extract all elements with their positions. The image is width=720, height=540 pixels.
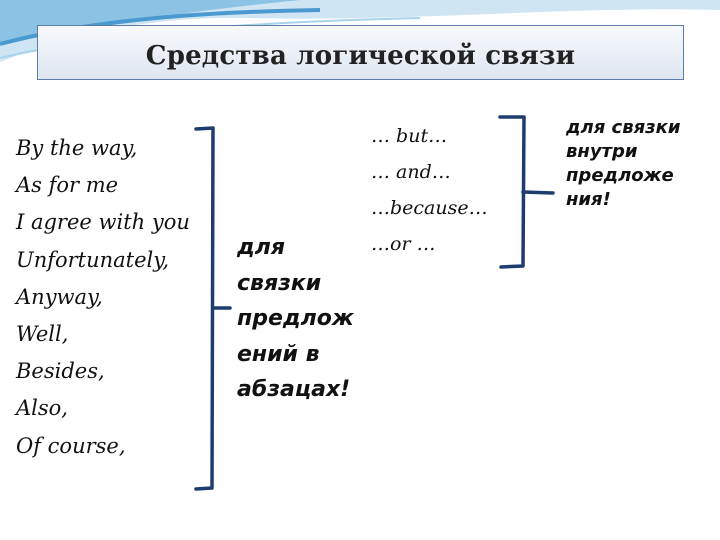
linking-phrases-list: By the way, As for me I agree with you U…	[16, 133, 190, 468]
left-brace	[194, 126, 232, 491]
note-for-paragraphs: для связки предлож ений в абзацах!	[237, 235, 354, 402]
phrase-item: I agree with you	[16, 210, 190, 235]
conjunction-item: … but…	[371, 125, 448, 147]
phrase-item: Well,	[16, 321, 69, 346]
phrase-item: Of course,	[16, 433, 126, 458]
phrase-item: As for me	[16, 173, 119, 198]
phrase-item: Anyway,	[16, 284, 103, 309]
conjunction-item: …because…	[371, 197, 488, 219]
conjunction-item: … and…	[371, 161, 451, 183]
right-brace	[498, 115, 555, 269]
slide-title: Средства логической связи	[145, 40, 576, 71]
phrase-item: By the way,	[16, 136, 138, 160]
phrase-item: Unfortunately,	[16, 247, 170, 272]
title-banner: Средства логической связи	[37, 25, 684, 80]
note-for-sentences: для связки внутри предложе ния!	[566, 117, 681, 210]
phrase-item: Besides,	[16, 359, 105, 384]
phrase-item: Also,	[16, 396, 68, 421]
conjunctions-list: … but… … and… …because… …or …	[371, 121, 488, 265]
conjunction-item: …or …	[371, 233, 436, 255]
